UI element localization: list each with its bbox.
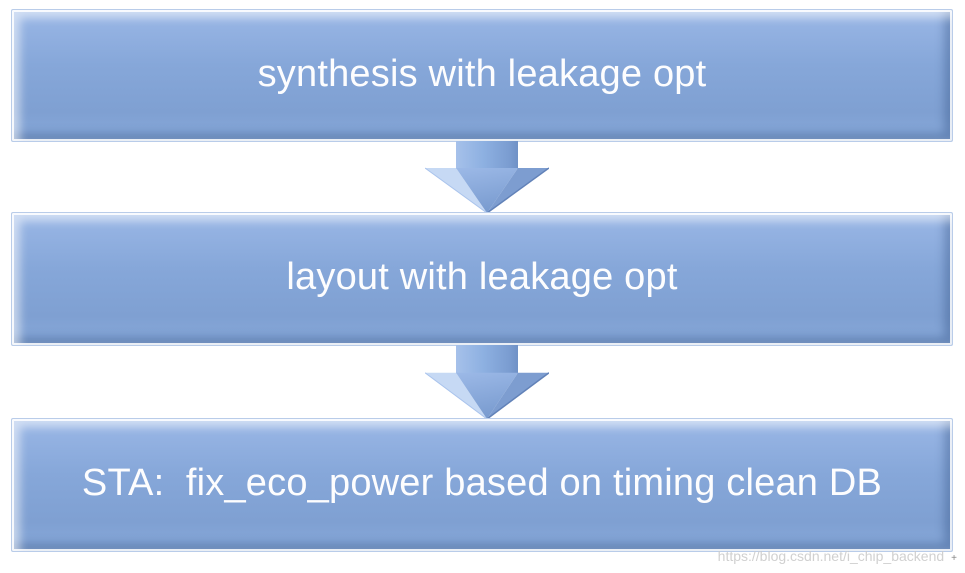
flow-step-sta-label: STA: fix_eco_power based on timing clean… xyxy=(81,462,883,504)
flow-step-layout-label: layout with leakage opt xyxy=(286,256,678,298)
flow-step-synthesis: synthesis with leakage opt xyxy=(11,9,953,142)
flow-step-layout: layout with leakage opt xyxy=(11,212,953,346)
watermark: https://blog.csdn.net/i_chip_backend + xyxy=(718,548,957,564)
flow-step-synthesis-label: synthesis with leakage opt xyxy=(257,52,707,95)
down-arrow-icon xyxy=(425,141,549,213)
watermark-url: https://blog.csdn.net/i_chip_backend xyxy=(717,548,945,564)
mouse-cursor-icon: + xyxy=(951,553,957,564)
flow-step-sta: STA: fix_eco_power based on timing clean… xyxy=(11,418,953,552)
down-arrow-icon xyxy=(425,345,549,419)
